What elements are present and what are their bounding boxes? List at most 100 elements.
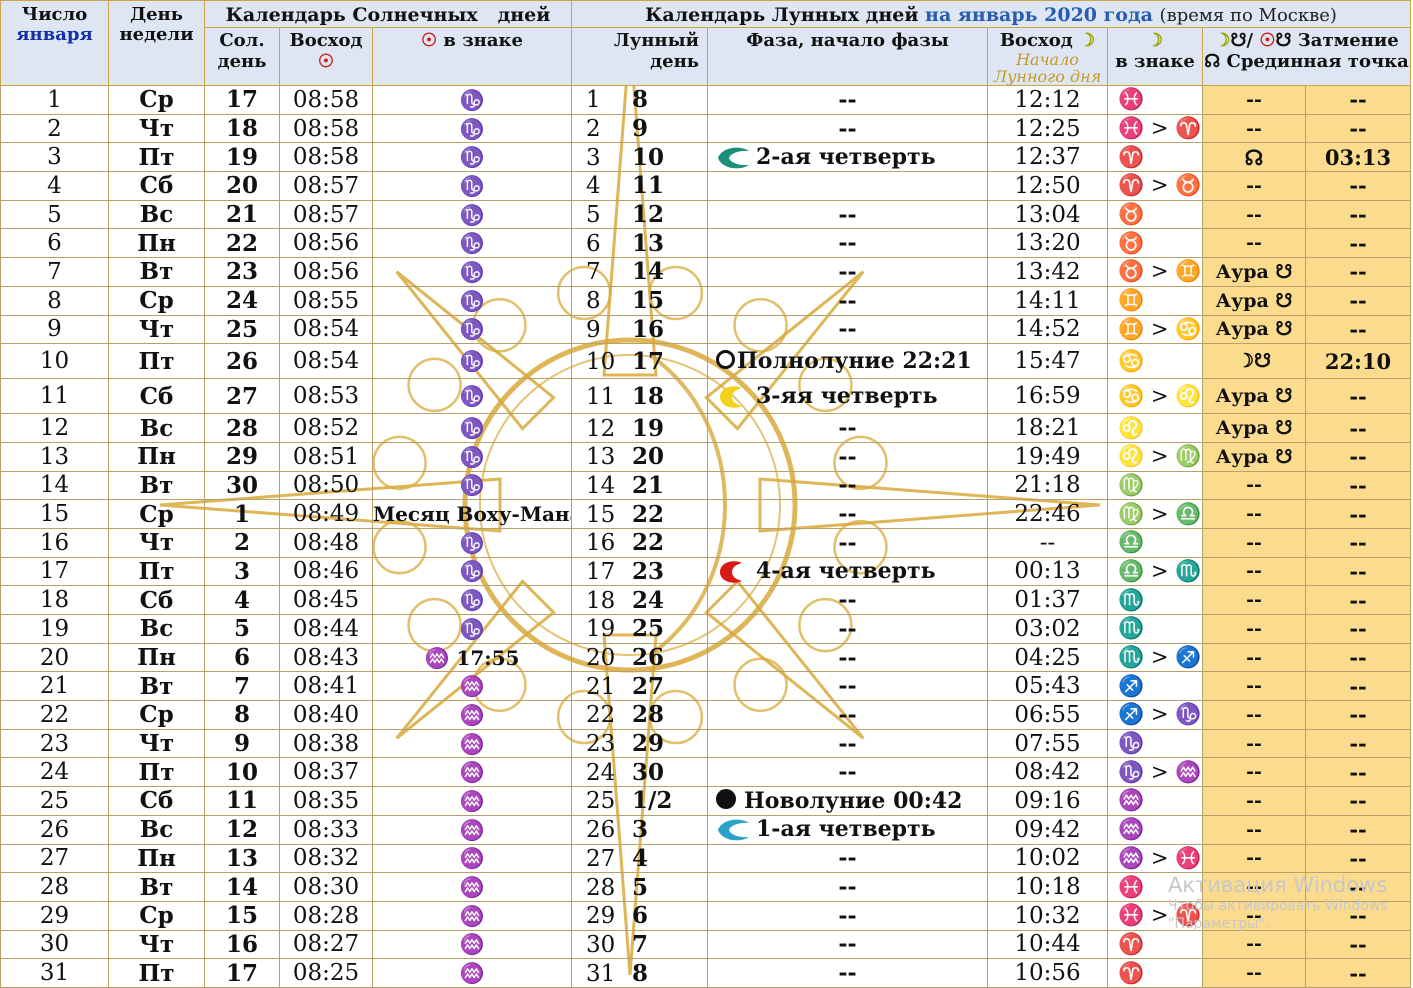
sun-sign-value: ♑ [459, 349, 485, 374]
lunar-day-cell: 3 10 [571, 142, 708, 173]
sun-sign-value: ♒ [459, 846, 485, 871]
midpoint-cell: -- [1304, 642, 1412, 673]
eclipse-cell: Аура ☋ [1202, 285, 1306, 316]
midpoint-cell: -- [1304, 378, 1412, 415]
moonrise-cell: 18:21 [987, 413, 1108, 443]
moon-sign-cell: ♑ [1107, 728, 1203, 759]
moon-sign-cell: ♉ [1107, 228, 1203, 259]
date-cell: 25 [0, 786, 109, 816]
lunar-index: 19 [586, 616, 616, 643]
moonrise-cell: 04:25 [987, 642, 1108, 673]
lunar-index: 25 [586, 788, 616, 815]
phase-value: -- [838, 501, 857, 528]
moonrise-cell: 09:16 [987, 786, 1108, 816]
sun-sign-cell: ♑ [372, 441, 572, 472]
moonrise-cell: 12:25 [987, 113, 1108, 144]
phase-cell: -- [707, 257, 988, 287]
sun-sign-value: ♑ [459, 87, 485, 112]
sunrise-cell: 08:58 [279, 113, 373, 144]
sun-sign-cell: ♑ [372, 228, 572, 259]
date-cell: 13 [0, 441, 109, 472]
lunar-day-value: 10 [632, 143, 665, 171]
lunar-index: 3 [586, 144, 601, 171]
phase-cell: -- [707, 113, 988, 144]
lunar-day-value: 12 [632, 201, 665, 229]
date-cell: 8 [0, 285, 109, 316]
phase-value: -- [838, 845, 857, 872]
moon-sign-cell: ♈ [1107, 958, 1203, 988]
sun-sign-cell: ♑ [372, 585, 572, 615]
lunar-day-value: 5 [632, 873, 649, 901]
weekday-cell: Ср [108, 85, 205, 115]
lunar-index: 2 [586, 116, 601, 143]
moonrise-cell: 13:04 [987, 199, 1108, 230]
weekday-cell: Сб [108, 378, 205, 415]
midpoint-cell: -- [1304, 671, 1412, 702]
lunar-title-month: на январь 2020 года [925, 4, 1153, 26]
moonrise-cell: 19:49 [987, 441, 1108, 472]
header-lunar-day: Лунный день [571, 27, 708, 86]
weekday-cell: Вт [108, 470, 205, 501]
sunrise-cell: 08:57 [279, 199, 373, 230]
sun-sign-value: ♒ [459, 875, 485, 900]
phase-cell: -- [707, 757, 988, 788]
midpoint-cell: -- [1304, 470, 1412, 501]
lunar-index: 14 [586, 472, 616, 499]
phase-cell: -- [707, 642, 988, 673]
header-sun-sign: ☉ в знаке [372, 27, 572, 86]
new-moon-icon [716, 788, 736, 809]
sun-sign-value: Месяц Воху-Мана [373, 502, 572, 527]
date-cell: 15 [0, 499, 109, 529]
sun-sign-value: ♑ [459, 116, 485, 141]
date-cell: 20 [0, 642, 109, 673]
lunar-day-value: 19 [632, 414, 665, 442]
date-cell: 7 [0, 257, 109, 287]
phase-cell: -- [707, 728, 988, 759]
sun-sign-value: ♑ [459, 202, 485, 227]
solar-day-cell: 10 [204, 757, 280, 788]
lunar-day-value: 9 [632, 115, 649, 143]
eclipse-cell: -- [1202, 171, 1306, 201]
sun-sign-cell: ♑ [372, 378, 572, 415]
solar-day-cell: 6 [204, 642, 280, 673]
solar-day-cell: 4 [204, 585, 280, 615]
moon-sign-cell: ♒ [1107, 814, 1203, 845]
weekday-cell: Пт [108, 757, 205, 788]
lunar-index: 24 [586, 759, 616, 786]
eclipse-cell: -- [1202, 814, 1306, 845]
sun-sign-cell: ♒ [372, 958, 572, 988]
phase-cell: -- [707, 199, 988, 230]
date-cell: 21 [0, 671, 109, 702]
date-cell: 18 [0, 585, 109, 615]
moon-sign-cell: ♈ > ♉ [1107, 171, 1203, 201]
lunar-day-value: 22 [632, 500, 665, 528]
midpoint-cell: -- [1304, 728, 1412, 759]
sun-sign-cell: ♑ [372, 142, 572, 173]
eclipse-cell: ☊ [1202, 142, 1306, 173]
header-phase: Фаза, начало фазы [707, 27, 988, 86]
header-eclipse: ☽☋/ ☉☋ Затмение ☊ Срединная точка [1201, 27, 1412, 86]
weekday-cell: Пн [108, 441, 205, 472]
moonrise-cell: 07:55 [987, 728, 1108, 759]
phase-value: -- [838, 472, 857, 499]
phase-cell: -- [707, 314, 988, 345]
lunar-index: 26 [586, 817, 616, 844]
phase-value: -- [838, 730, 857, 757]
weekday-cell: Сб [108, 786, 205, 816]
eclipse-cell: Аура ☋ [1202, 378, 1306, 415]
moon-sign-cell: ♊ [1107, 285, 1203, 316]
